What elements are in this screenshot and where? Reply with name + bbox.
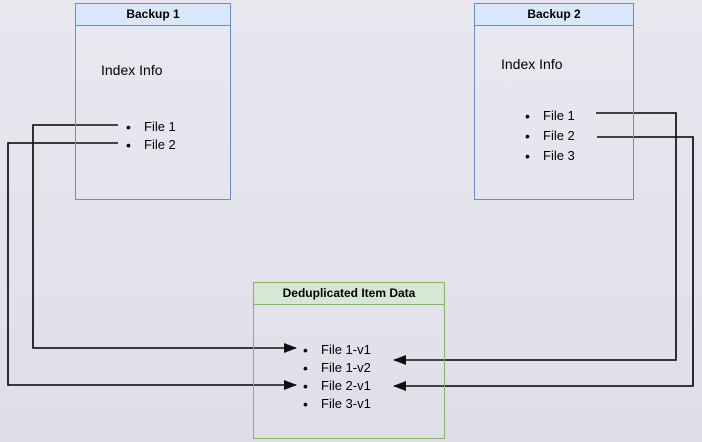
deduplicated-item-data-title: Deduplicated Item Data [254, 283, 444, 305]
backup1-box: Backup 1 Index Info File 1 File 2 [75, 3, 231, 200]
backup1-title: Backup 1 [76, 4, 230, 26]
list-item: File 1 [475, 106, 633, 126]
list-item: File 2 [76, 136, 230, 154]
list-item: File 2-v1 [254, 377, 444, 395]
list-item: File 1 [76, 118, 230, 136]
dedup-file-list: File 1-v1 File 1-v2 File 2-v1 File 3-v1 [254, 341, 444, 413]
list-item: File 1-v2 [254, 359, 444, 377]
backup1-index-info-label: Index Info [101, 62, 163, 78]
backup1-file-list: File 1 File 2 [76, 118, 230, 154]
backup2-title: Backup 2 [475, 4, 633, 26]
deduplicated-item-data-box: Deduplicated Item Data File 1-v1 File 1-… [253, 282, 445, 439]
list-item: File 3 [475, 146, 633, 166]
list-item: File 3-v1 [254, 395, 444, 413]
list-item: File 1-v1 [254, 341, 444, 359]
backup2-box: Backup 2 Index Info File 1 File 2 File 3 [474, 3, 634, 200]
list-item: File 2 [475, 126, 633, 146]
backup2-index-info-label: Index Info [501, 56, 563, 72]
backup2-file-list: File 1 File 2 File 3 [475, 106, 633, 166]
